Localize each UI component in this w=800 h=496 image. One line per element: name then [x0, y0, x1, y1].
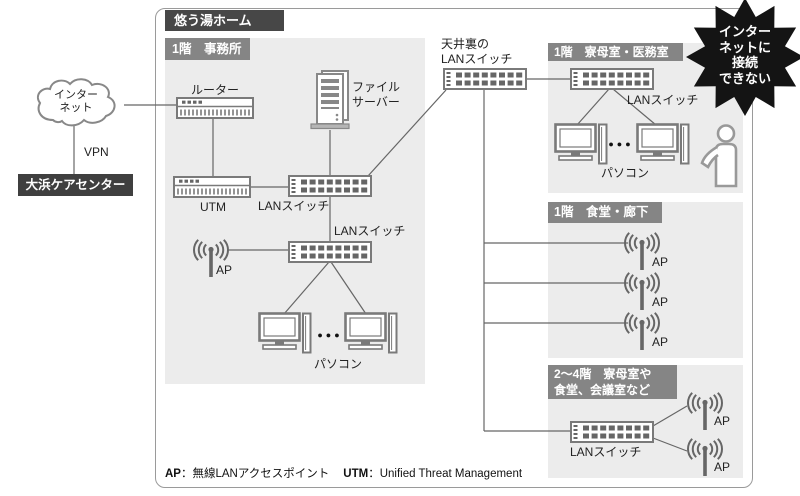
legend-utm-term: UTM	[343, 468, 369, 480]
upper-header: 2〜4階 寮母室や 食堂、会議室など	[548, 365, 677, 399]
office-lan-switch1-icon	[288, 175, 372, 197]
upper-ap1-label: AP	[714, 414, 731, 428]
upper-header-line2: 食堂、会議室など	[554, 383, 651, 397]
dining-header: 1階 食堂・廊下	[548, 202, 662, 223]
ceiling-switch-label-line2: LANスイッチ	[441, 51, 513, 66]
upper-lan-switch-icon	[570, 421, 654, 443]
router-icon	[176, 97, 254, 119]
file-server-icon	[309, 69, 353, 131]
office-pc-label: パソコン	[313, 357, 362, 371]
dorm-pc-ellipsis: ●●●	[608, 139, 634, 149]
internet-label-line2: ネット	[59, 102, 93, 114]
alert-starburst	[686, 0, 800, 116]
utm-icon	[173, 176, 251, 198]
dorm-lan-switch-label: LANスイッチ	[627, 93, 699, 107]
dorm-header: 1階 寮母室・医務室	[548, 43, 683, 61]
ceiling-switch-label-line1: 天井裏の	[441, 37, 490, 51]
dorm-pc-left-icon	[554, 123, 608, 167]
alert-text-line2: ネットに	[718, 39, 771, 55]
alert-text-line4: できない	[718, 70, 771, 86]
office-pc-right-icon	[344, 312, 398, 356]
office-ap-label: AP	[216, 263, 233, 277]
router-label: ルーター	[190, 83, 239, 97]
legend-ap-desc: ：無線LANアクセスポイント	[180, 468, 330, 480]
dining-ap2-label: AP	[652, 295, 669, 309]
office-pc-left-icon	[258, 312, 312, 356]
upper-lan-switch-label: LANスイッチ	[570, 445, 642, 459]
care-center-box: 大浜ケアセンター	[18, 174, 133, 196]
ceiling-switch-label: 天井裏の LANスイッチ	[441, 37, 512, 66]
office-pc-ellipsis: ●●●	[317, 330, 343, 340]
vpn-label: VPN	[84, 145, 109, 159]
dining-ap3-label: AP	[652, 335, 669, 349]
dorm-pc-label: パソコン	[600, 166, 649, 180]
dining-section-box	[548, 202, 743, 358]
office-lan-switch2-label: LANスイッチ	[334, 224, 406, 238]
alert-text-line3: 接続	[731, 55, 758, 70]
office-header: 1階 事務所	[165, 38, 250, 60]
legend-utm-desc: ：Unified Threat Management	[368, 468, 523, 480]
person-icon	[699, 124, 743, 188]
office-lan-switch1-label: LANスイッチ	[258, 199, 330, 213]
ceiling-lan-switch-icon	[443, 68, 527, 90]
dorm-lan-switch-icon	[570, 68, 654, 90]
internet-label: インター ネット	[40, 89, 112, 115]
legend: AP：無線LANアクセスポイント UTM：Unified Threat Manag…	[165, 465, 522, 481]
file-server-label-line1: ファイル	[352, 80, 401, 94]
alert-text: インター ネットに 接続 できない	[700, 24, 790, 86]
file-server-label: ファイル サーバー	[352, 80, 400, 110]
legend-ap-term: AP	[165, 468, 181, 480]
file-server-label-line2: サーバー	[352, 95, 400, 109]
dorm-pc-right-icon	[636, 123, 690, 167]
internet-label-line1: インター	[54, 89, 98, 101]
alert-text-line1: インター	[718, 24, 771, 39]
upper-header-line1: 2〜4階 寮母室や	[554, 367, 652, 381]
home-title: 悠う湯ホーム	[165, 10, 284, 31]
office-lan-switch2-icon	[288, 241, 372, 263]
utm-label: UTM	[200, 200, 226, 214]
upper-ap2-label: AP	[714, 460, 731, 474]
dining-ap1-label: AP	[652, 255, 669, 269]
